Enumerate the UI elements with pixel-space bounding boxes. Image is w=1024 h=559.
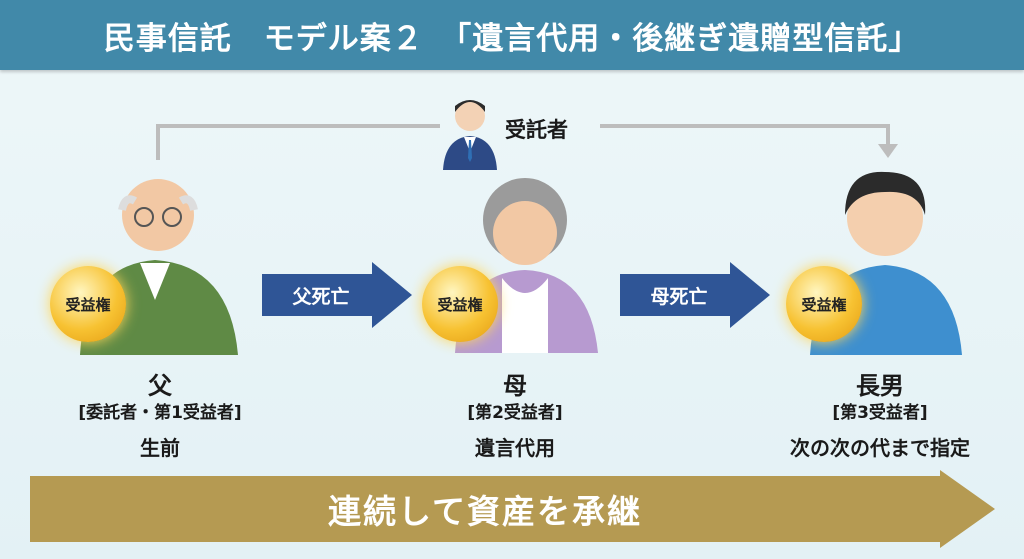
beneficial-interest-orb-father: 受益権 <box>50 266 126 342</box>
person-role: [第2受益者] <box>467 403 563 423</box>
transition-arrow-father-death: 父死亡 <box>262 262 412 328</box>
succession-arrow: 連続して資産を承継 <box>30 470 995 548</box>
beneficial-interest-orb-mother: 受益権 <box>422 266 498 342</box>
person-name: 父 <box>148 372 172 400</box>
person-role: [第3受益者] <box>832 403 928 423</box>
trustee-label: 受託者 <box>505 118 568 142</box>
person-role: [委託者・第1受益者] <box>78 403 242 423</box>
trustee-icon <box>443 100 497 170</box>
transition-label: 父死亡 <box>292 285 350 308</box>
person-name: 母 <box>503 372 527 400</box>
person-phase: 遺言代用 <box>475 436 555 460</box>
person-name: 長男 <box>856 372 904 400</box>
transition-label: 母死亡 <box>650 285 708 308</box>
beneficial-interest-orb-son: 受益権 <box>786 266 862 342</box>
person-phase: 次の次の代まで指定 <box>790 436 970 460</box>
person-phase: 生前 <box>140 436 180 460</box>
page-title: 民事信託 モデル案２ 「遺言代用・後継ぎ遺贈型信託」 <box>0 0 1024 70</box>
succession-arrow-label: 連続して資産を承継 <box>327 492 642 531</box>
transition-arrow-mother-death: 母死亡 <box>620 262 770 328</box>
